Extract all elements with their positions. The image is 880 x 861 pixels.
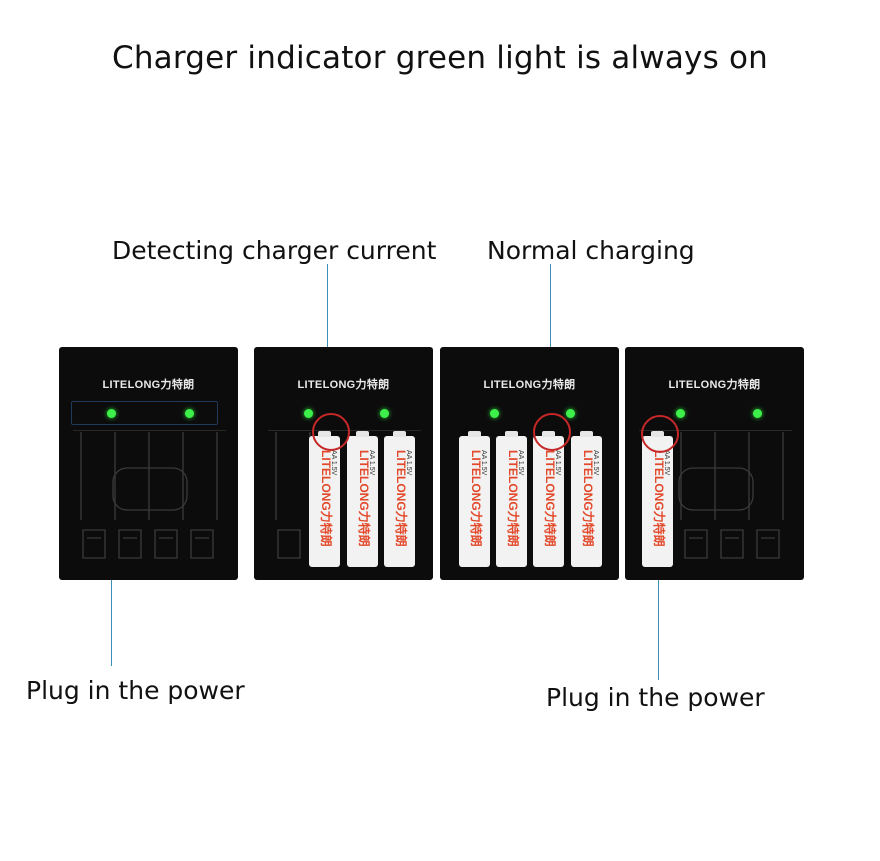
green-led xyxy=(566,409,575,418)
charger-brand: LITELONG力特朗 xyxy=(102,379,195,391)
plug-in-label-right: Plug in the power xyxy=(546,683,765,712)
battery-spec-text: AA 1.5V xyxy=(554,450,561,476)
led-strip xyxy=(71,401,218,425)
highlight-circle xyxy=(641,415,679,453)
green-led xyxy=(753,409,762,418)
battery-spec-text: AA 1.5V xyxy=(517,450,524,476)
page-title: Charger indicator green light is always … xyxy=(111,40,769,76)
green-led xyxy=(185,409,194,418)
highlight-circle xyxy=(533,413,571,451)
charger-empty: LITELONG力特朗 xyxy=(59,347,238,580)
green-led xyxy=(304,409,313,418)
callout-line-normal xyxy=(550,264,551,426)
battery-spec-text: AA 1.5V xyxy=(592,450,599,476)
charger-brand: LITELONG力特朗 xyxy=(483,379,576,391)
callout-line-detecting xyxy=(327,264,328,427)
green-led xyxy=(490,409,499,418)
highlight-circle xyxy=(312,413,350,451)
battery-bay xyxy=(639,430,792,559)
charger-brand: LITELONG力特朗 xyxy=(668,379,761,391)
charger-brand: LITELONG力特朗 xyxy=(297,379,390,391)
battery-bay xyxy=(73,430,226,559)
battery-spec-text: AA 1.5V xyxy=(368,450,375,476)
detecting-label: Detecting charger current xyxy=(112,236,437,265)
battery-spec-text: AA 1.5V xyxy=(330,450,337,476)
green-led xyxy=(676,409,685,418)
green-led xyxy=(107,409,116,418)
battery-spec-text: AA 1.5V xyxy=(480,450,487,476)
battery-spec-text: AA 1.5V xyxy=(663,450,670,476)
battery-spec-text: AA 1.5V xyxy=(405,450,412,476)
normal-charging-label: Normal charging xyxy=(487,236,695,265)
plug-in-label-left: Plug in the power xyxy=(26,676,245,705)
green-led xyxy=(380,409,389,418)
